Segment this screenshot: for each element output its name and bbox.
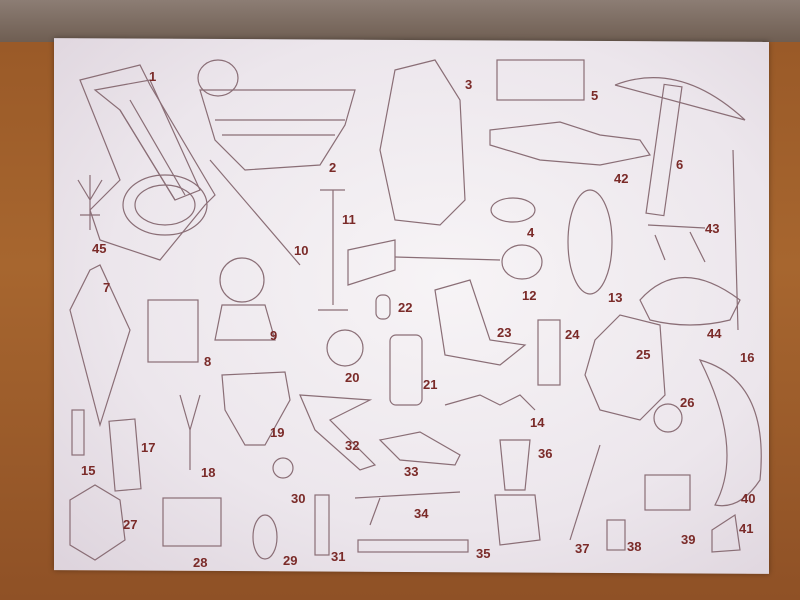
phone-drawing	[389, 334, 423, 406]
stone-slab-drawing	[379, 59, 466, 226]
item-label-17: 17	[141, 440, 156, 455]
item-label-32: 32	[345, 438, 360, 453]
ornament-drawing	[647, 224, 706, 263]
ornate-cup-drawing	[197, 59, 356, 171]
item-label-15: 15	[81, 463, 96, 478]
item-label-30: 30	[291, 491, 306, 506]
shield-drawing	[567, 189, 613, 295]
item-label-27: 27	[123, 517, 138, 532]
ring-drawing	[653, 403, 683, 433]
fork-drawing	[179, 394, 201, 470]
cube-drawing	[147, 299, 199, 363]
charm-drawing	[252, 514, 278, 560]
item-label-43: 43	[705, 221, 720, 236]
capsule-drawing	[375, 294, 391, 320]
tricorder-drawing	[314, 494, 330, 556]
item-label-31: 31	[331, 549, 346, 564]
item-label-19: 19	[270, 425, 285, 440]
cylinder-drawing	[71, 409, 85, 456]
item-label-40: 40	[741, 491, 756, 506]
item-label-2: 2	[329, 160, 337, 175]
shuttle-drawing	[489, 121, 651, 166]
box41-drawing	[711, 513, 741, 553]
item-label-37: 37	[575, 541, 590, 556]
item-label-13: 13	[608, 290, 623, 305]
item-label-7: 7	[103, 280, 111, 295]
console-tower-drawing	[79, 64, 216, 261]
saber-drawing	[357, 539, 469, 553]
item-label-26: 26	[680, 395, 695, 410]
item-label-5: 5	[591, 88, 599, 103]
item-label-28: 28	[193, 555, 208, 570]
staff-drawing	[209, 159, 301, 266]
item-label-16: 16	[740, 350, 755, 365]
item-label-11: 11	[342, 212, 356, 227]
long-staff-drawing	[732, 149, 739, 331]
hex-panel-drawing	[584, 314, 666, 421]
shovel-drawing	[347, 239, 543, 286]
button-disc-drawing	[272, 457, 294, 479]
item-label-9: 9	[270, 328, 278, 343]
item-label-29: 29	[283, 553, 298, 568]
crossbow-drawing	[614, 77, 746, 217]
item-label-14: 14	[530, 415, 545, 430]
item-label-8: 8	[204, 354, 212, 369]
rifle-drawing	[354, 491, 461, 526]
dagger-drawing	[569, 444, 601, 541]
phaser-drawing	[378, 431, 461, 466]
trident-drawing	[77, 175, 103, 230]
padd-drawing	[108, 418, 142, 492]
item-label-34: 34	[414, 506, 429, 521]
item-label-22: 22	[398, 300, 413, 315]
item-label-3: 3	[465, 77, 473, 92]
mask-drawing	[221, 371, 291, 446]
dome-drawing	[639, 276, 741, 326]
item-label-1: 1	[149, 69, 157, 84]
item-label-25: 25	[636, 347, 651, 362]
textured-block-drawing	[496, 59, 585, 101]
item-label-24: 24	[565, 327, 580, 342]
pedestal-drawing	[318, 189, 348, 311]
item-label-33: 33	[404, 464, 419, 479]
jar-drawing	[606, 519, 626, 551]
blade7-drawing	[69, 264, 131, 428]
crescent-drawing	[698, 359, 762, 507]
item-label-4: 4	[527, 225, 535, 240]
hand-device-drawing	[537, 319, 561, 386]
curve-blade-drawing	[299, 394, 377, 471]
item-label-12: 12	[522, 288, 537, 303]
item-label-23: 23	[497, 325, 512, 340]
item-label-35: 35	[476, 546, 491, 561]
item-label-39: 39	[681, 532, 696, 547]
item-label-10: 10	[294, 243, 309, 258]
laptop-drawing	[434, 279, 527, 366]
control-panel-drawing	[162, 497, 222, 547]
item-label-36: 36	[538, 446, 553, 461]
item-label-45: 45	[92, 241, 107, 256]
item-label-42: 42	[614, 171, 629, 186]
item-label-20: 20	[345, 370, 360, 385]
coil-drawing	[444, 394, 536, 411]
item-label-21: 21	[423, 377, 438, 392]
board-drawing	[644, 474, 691, 511]
eye-disc-drawing	[490, 197, 536, 223]
item-label-41: 41	[739, 521, 754, 536]
item-label-38: 38	[627, 539, 642, 554]
clock-box-drawing	[69, 484, 126, 561]
sphere-drawing	[326, 329, 364, 367]
item-label-44: 44	[707, 326, 722, 341]
wall-top	[0, 0, 800, 42]
item-label-18: 18	[201, 465, 216, 480]
vase-drawing	[494, 439, 541, 546]
globe-drawing	[214, 257, 276, 341]
item-label-6: 6	[676, 157, 684, 172]
